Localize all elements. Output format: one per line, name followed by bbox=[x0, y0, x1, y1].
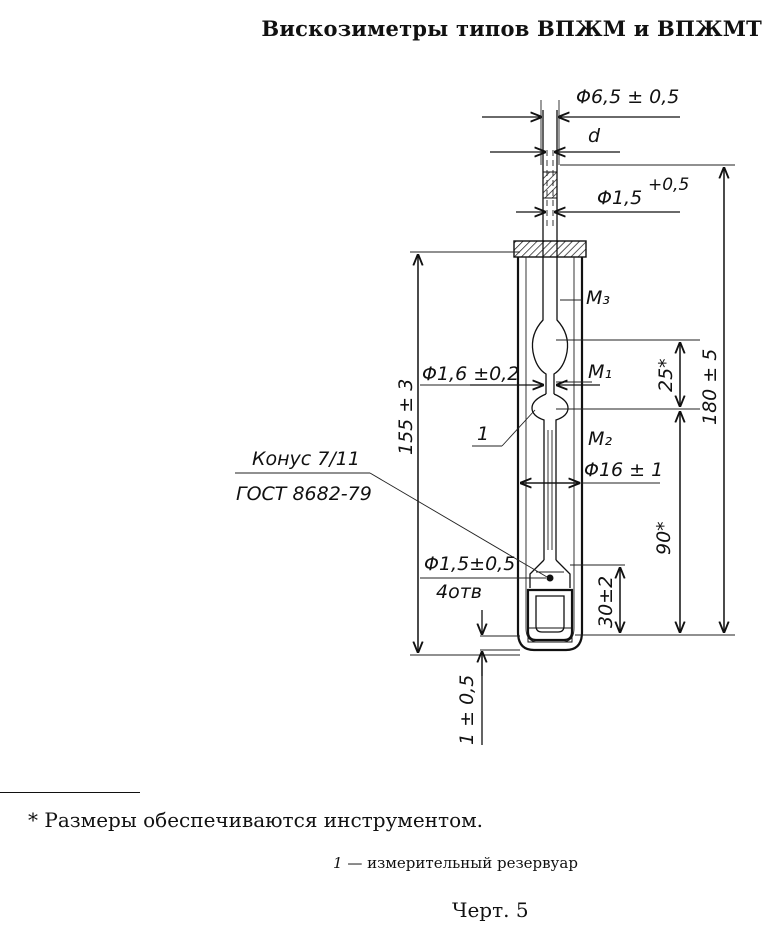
label-d-outer: Φ16 ± 1 bbox=[584, 459, 663, 481]
mark-lines bbox=[556, 299, 700, 410]
label-m2: М₂ bbox=[588, 428, 612, 450]
label-dim-tube: 155 ± 3 bbox=[395, 379, 417, 455]
extension-lines bbox=[410, 164, 735, 656]
label-d-capillary: Φ1,6 ±0,2 bbox=[422, 363, 519, 385]
label-cone: Конус 7/11 bbox=[252, 448, 360, 470]
label-dim-total: 180 ± 5 bbox=[699, 349, 721, 425]
label-m1: М₁ bbox=[588, 361, 612, 383]
label-d-cap-tol: +0,5 bbox=[648, 175, 689, 195]
label-item-1: 1 bbox=[477, 423, 489, 445]
label-dim-30: 30±2 bbox=[595, 576, 617, 628]
footnote-divider bbox=[0, 792, 140, 793]
label-dim-1: 1 ± 0,5 bbox=[456, 675, 478, 745]
legend-number: 1 bbox=[333, 854, 343, 872]
label-d-cap: Φ1,5 bbox=[597, 187, 642, 209]
dimension-labels: Φ6,5 ± 0,5 d Φ1,5 +0,5 М₃ Φ1,6 ±0,2 М₁ 1… bbox=[236, 86, 721, 745]
label-hole-d: Φ1,5±0,5 bbox=[424, 553, 515, 575]
page-title: Вискозиметры типов ВПЖМ и ВПЖМТ bbox=[261, 16, 762, 41]
legend-text: — измерительный резервуар bbox=[342, 854, 578, 872]
label-hole-count: 4отв bbox=[436, 581, 482, 603]
dimension-lines bbox=[418, 100, 724, 745]
label-d-top: Φ6,5 ± 0,5 bbox=[576, 86, 679, 108]
figure-caption: Черт. 5 bbox=[452, 898, 529, 922]
label-m3: М₃ bbox=[586, 287, 610, 309]
label-d: d bbox=[588, 125, 601, 147]
legend: 1 — измерительный резервуар bbox=[333, 854, 578, 872]
label-dim-90: 90* bbox=[653, 521, 675, 555]
leader-lines bbox=[235, 384, 660, 579]
label-gost: ГОСТ 8682-79 bbox=[236, 483, 372, 505]
footnote: * Размеры обеспечиваются инструментом. bbox=[28, 808, 484, 832]
label-dim-25: 25* bbox=[655, 358, 677, 392]
viscometer-body bbox=[513, 110, 587, 652]
viscometer-drawing: Φ6,5 ± 0,5 d Φ1,5 +0,5 М₃ Φ1,6 ±0,2 М₁ 1… bbox=[235, 86, 735, 745]
stopper bbox=[513, 240, 587, 258]
